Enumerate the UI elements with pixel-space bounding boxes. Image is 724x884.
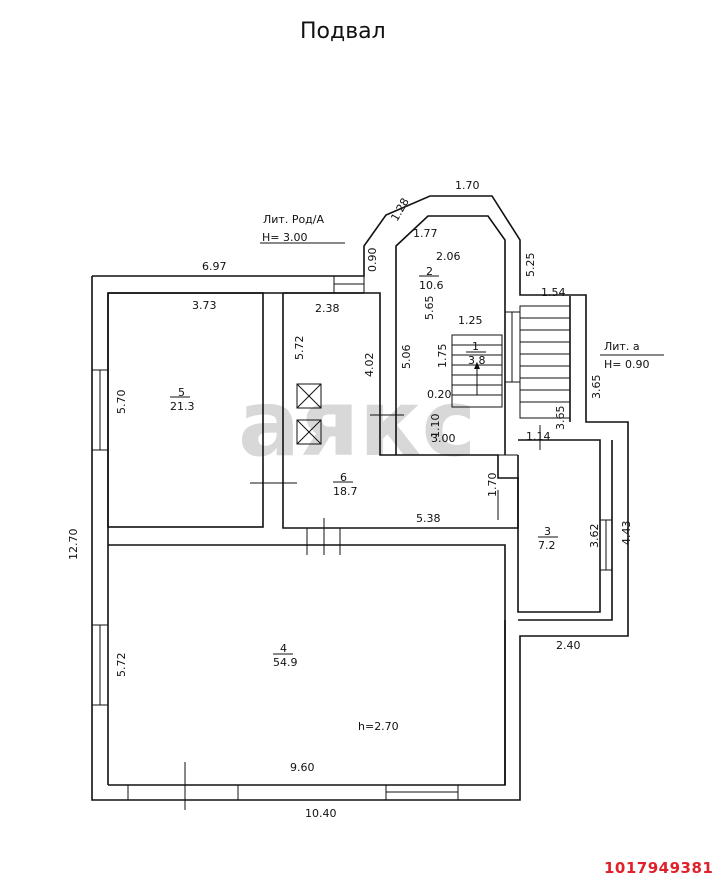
room-label-3: 3 7.2 [538,525,558,552]
plan-title: Подвал [300,19,386,44]
height-a-label: Н= 0.90 [604,358,649,371]
room-label-2: 2 10.6 [419,265,444,292]
svg-text:4.43: 4.43 [620,521,633,546]
svg-text:6.97: 6.97 [202,260,227,273]
svg-text:1.77: 1.77 [413,227,438,240]
svg-text:10.40: 10.40 [305,807,337,820]
svg-text:4.02: 4.02 [363,353,376,378]
inner-stairs [451,334,503,408]
svg-text:1.54: 1.54 [541,286,566,299]
svg-text:0.20: 0.20 [427,388,452,401]
doors [184,414,541,810]
svg-text:3.65: 3.65 [554,406,567,431]
watermark-text: аякс [238,370,476,477]
lit-main-label: Лит. Род/А [263,213,324,226]
svg-text:3.62: 3.62 [588,524,601,549]
listing-id: 1017949381 [604,859,713,877]
room-label-5: 5 21.3 [170,386,195,413]
svg-text:1.70: 1.70 [486,473,499,498]
windows [91,275,613,801]
svg-text:5: 5 [178,386,185,399]
svg-text:6: 6 [340,471,347,484]
svg-text:7.2: 7.2 [538,539,556,552]
svg-text:1.75: 1.75 [436,344,449,369]
svg-text:5.38: 5.38 [416,512,441,525]
height-main-label: Н= 3.00 [262,231,307,244]
outer-stairs [519,305,571,419]
room-label-1: 1 3.8 [466,340,486,367]
svg-text:12.70: 12.70 [67,529,80,561]
svg-text:5.25: 5.25 [524,253,537,278]
svg-text:2.38: 2.38 [315,302,340,315]
svg-text:4: 4 [280,642,287,655]
svg-text:3.8: 3.8 [468,354,486,367]
svg-text:1.14: 1.14 [526,430,551,443]
room-4-outline [108,544,506,785]
svg-text:9.60: 9.60 [290,761,315,774]
room-2-outline [395,215,506,455]
svg-text:1.70: 1.70 [455,179,480,192]
svg-text:3: 3 [544,525,551,538]
svg-text:2: 2 [426,265,433,278]
svg-text:5.65: 5.65 [423,296,436,321]
svg-text:10.6: 10.6 [419,279,444,292]
svg-text:5.72: 5.72 [115,653,128,678]
svg-text:3.00: 3.00 [431,432,456,445]
svg-text:5.72: 5.72 [293,336,306,361]
room-label-6: 6 18.7 [333,471,358,498]
room-6-outline [282,292,519,529]
svg-text:1.25: 1.25 [458,314,483,327]
svg-text:3.73: 3.73 [192,299,217,312]
svg-text:1.10: 1.10 [429,414,442,439]
dimension-labels: 1.70 1.77 2.06 6.97 3.73 2.38 1.54 1.25 … [67,179,633,820]
lit-a-label: Лит. а [604,340,640,353]
svg-text:2.40: 2.40 [556,639,581,652]
svg-text:54.9: 54.9 [273,656,298,669]
svg-text:21.3: 21.3 [170,400,195,413]
room-label-4: 4 54.9 [273,642,298,669]
vent-shafts [296,383,322,445]
svg-text:18.7: 18.7 [333,485,358,498]
svg-text:1.28: 1.28 [388,196,412,224]
room-3-outline [517,439,601,613]
svg-text:5.06: 5.06 [400,345,413,370]
svg-text:0.90: 0.90 [366,248,379,273]
svg-text:5.70: 5.70 [115,390,128,415]
svg-text:2.06: 2.06 [436,250,461,263]
svg-text:3.65: 3.65 [590,375,603,400]
ceiling-height-label: h=2.70 [358,720,399,733]
svg-text:1: 1 [472,340,479,353]
